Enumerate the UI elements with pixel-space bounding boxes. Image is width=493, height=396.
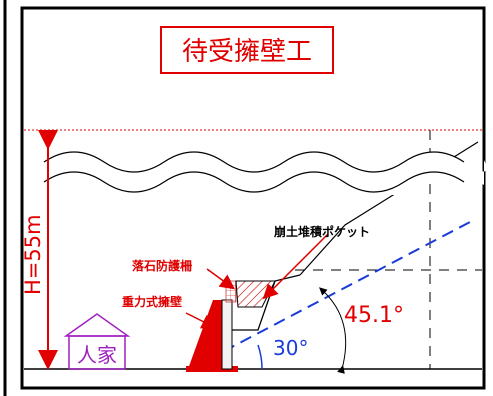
- wall-label: 重力式擁壁: [122, 294, 182, 309]
- line-angle-label: 30°: [273, 336, 308, 360]
- break-line-lower: [43, 171, 465, 193]
- terrain-profile: [232, 274, 301, 331]
- title-box: [160, 26, 334, 74]
- wall-backfill: [221, 299, 233, 370]
- fence-label: 落石防護柵: [132, 258, 192, 273]
- slope-angle-label: 45.1°: [344, 303, 404, 328]
- wall-leader: [185, 312, 217, 329]
- break-band: [44, 152, 487, 195]
- break-line-upper: [43, 151, 465, 173]
- height-label: H=55m: [21, 214, 45, 295]
- angle-30-arc: [257, 344, 263, 370]
- house-label: 人家: [77, 343, 117, 367]
- pocket-label: 崩土堆積ポケット: [274, 224, 370, 239]
- title-text: 待受擁壁工: [182, 37, 312, 67]
- fence-leader: [206, 268, 236, 290]
- frame-border: [20, 6, 486, 390]
- house-body: [68, 335, 126, 370]
- angle-45-arc: [319, 287, 347, 374]
- pocket-leader: [262, 233, 329, 300]
